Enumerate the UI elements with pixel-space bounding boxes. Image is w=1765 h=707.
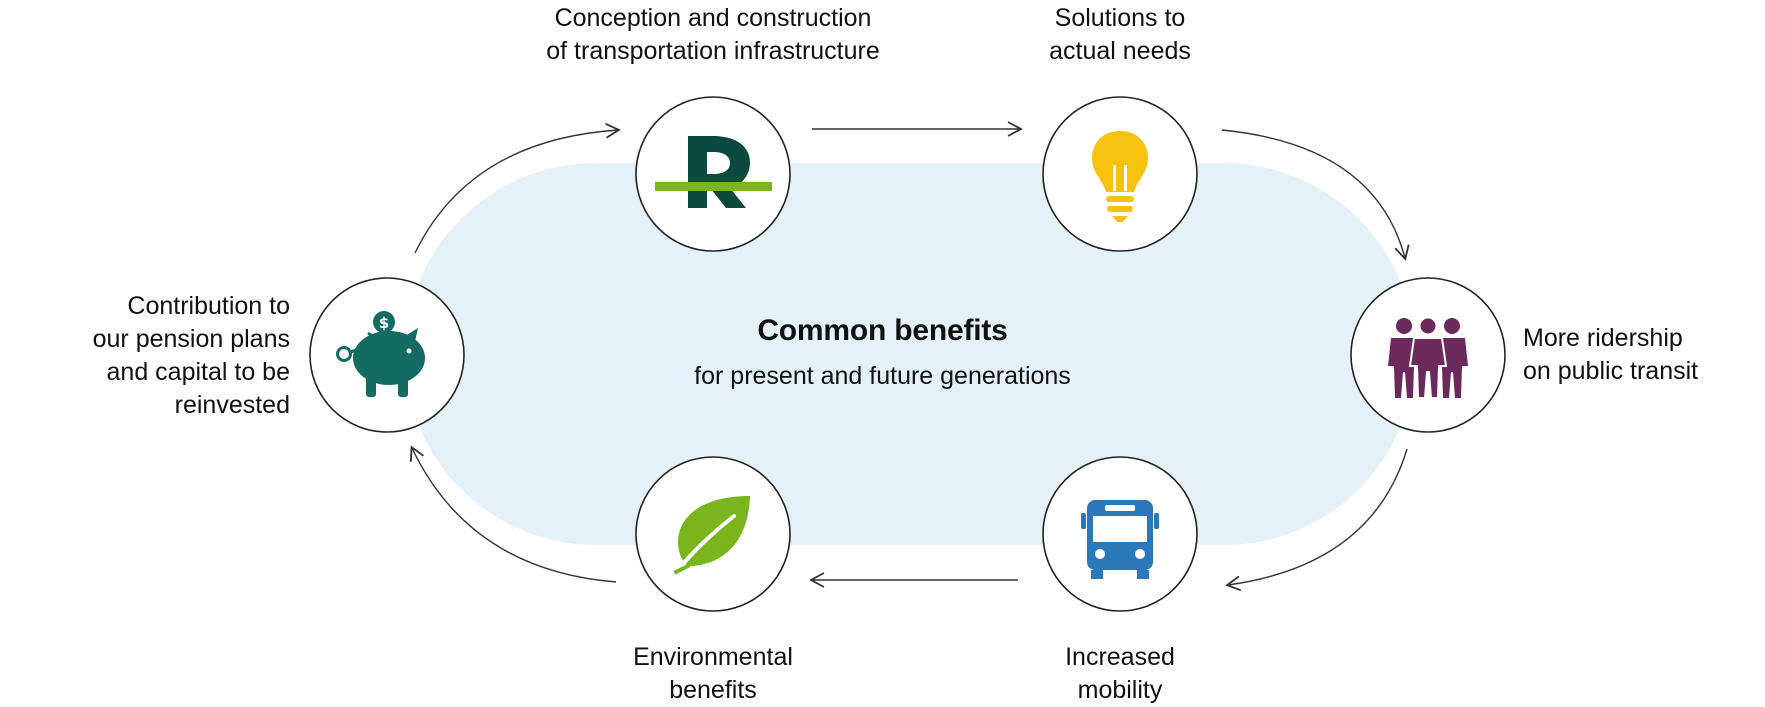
lightbulb-icon	[1092, 131, 1148, 222]
center-title: Common benefits	[757, 314, 1008, 347]
node-environment	[635, 456, 791, 612]
center-subtitle: for present and future generations	[694, 362, 1071, 390]
svg-text:$: $	[379, 314, 389, 332]
node-construction	[635, 96, 791, 252]
label-solutions: Solutions to actual needs	[1049, 4, 1191, 65]
arrow-solutions-to-ridership	[1221, 129, 1410, 261]
label-ridership: More ridership on public transit	[1523, 324, 1699, 385]
label-mobility: Increased mobility	[1065, 643, 1175, 704]
brand-r-logo-icon	[655, 136, 772, 208]
bus-icon	[1081, 500, 1159, 579]
label-environment: Environmental benefits	[633, 643, 793, 704]
piggy-bank-icon: $	[336, 311, 425, 397]
arrow-environment-to-pension	[409, 445, 617, 583]
label-pension: Contribution to our pension plans and ca…	[92, 292, 290, 419]
node-solutions	[1042, 96, 1198, 252]
arrow-ridership-to-mobility	[1225, 448, 1408, 592]
label-construction: Conception and construction of transport…	[546, 4, 880, 65]
leaf-icon	[674, 496, 750, 574]
people-icon	[1388, 316, 1468, 399]
node-ridership	[1350, 277, 1506, 433]
arrow-pension-to-construction	[414, 123, 621, 254]
background-pill	[405, 163, 1415, 545]
node-pension: $	[309, 277, 465, 433]
node-mobility	[1042, 456, 1198, 612]
